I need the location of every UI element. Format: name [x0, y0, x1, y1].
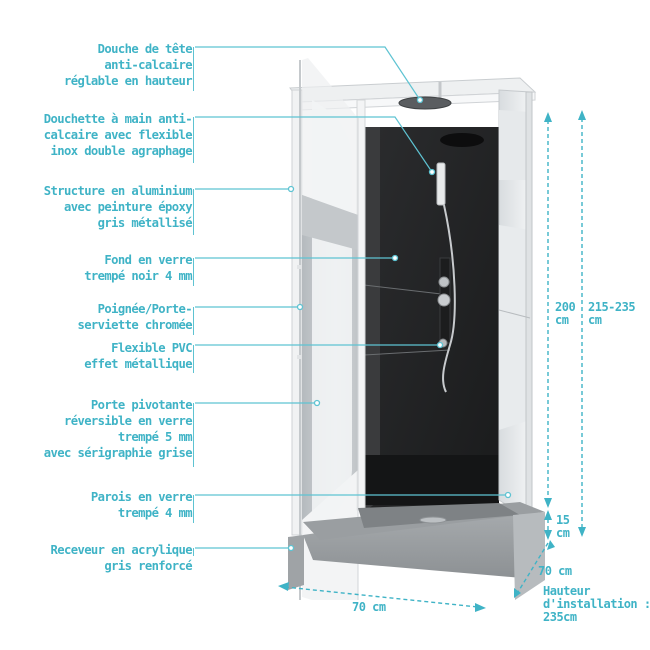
callout-line: gris renforcé [104, 559, 192, 573]
dimension-height-cabin: 200 cm [555, 300, 576, 327]
callout-line: Fond en verre [104, 253, 192, 267]
bracket-poignee [193, 307, 195, 335]
callout-line: avec sérigraphie grise [43, 446, 193, 460]
callout-line: trempé 4 mm [117, 506, 193, 520]
callout-line: Douche de tête [97, 42, 193, 56]
callout-line: Receveur en acrylique [50, 543, 193, 557]
leader-lines [195, 46, 508, 549]
callout-line: gris métallisé [97, 216, 193, 230]
callout-line: Douchette à main anti- [43, 112, 193, 126]
callout-line: Structure en aluminium [43, 184, 193, 198]
dimension-unit: cm [555, 313, 569, 327]
bracket-douchette [193, 117, 195, 163]
callout-line: effet métallique [84, 357, 192, 371]
dimension-value: 15 [556, 513, 570, 527]
head-shower [398, 82, 484, 147]
dimension-depth: 70 cm [538, 565, 572, 578]
callout-fond: Fond en verre trempé noir 4 mm [84, 252, 192, 284]
callout-line: réversible en verre [63, 414, 193, 428]
callout-douche-tete: Douche de tête anti-calcaire réglable en… [63, 41, 193, 89]
callout-line: Flexible PVC [111, 341, 192, 355]
callout-line: Parois en verre [90, 490, 193, 504]
install-height-line: 235cm [543, 610, 577, 624]
callout-douchette: Douchette à main anti- calcaire avec fle… [43, 111, 193, 159]
black-back-panel [364, 127, 499, 512]
callout-line: Porte pivotante [90, 398, 193, 412]
callout-line: réglable en hauteur [63, 74, 193, 88]
install-height-note: Hauteur d'installation : 235cm [543, 585, 650, 624]
bracket-porte [193, 403, 195, 467]
callout-dots [287, 96, 512, 552]
callout-poignee: Poignée/Porte- serviette chromée [77, 301, 192, 333]
callout-flexible: Flexible PVC effet métallique [84, 340, 192, 372]
dimension-height-total: 215-235 cm [588, 300, 636, 327]
dimension-arrowheads [278, 110, 586, 612]
right-side-glass [498, 89, 533, 521]
callout-porte: Porte pivotante réversible en verre trem… [43, 397, 193, 461]
pivot-door [297, 58, 359, 600]
dimension-unit: cm [556, 526, 570, 540]
callout-structure: Structure en aluminium avec peinture épo… [43, 183, 193, 231]
dimension-value: 200 [555, 300, 576, 314]
dimension-tray-height: 15 cm [556, 513, 570, 540]
callout-parois: Parois en verre trempé 4 mm [90, 489, 193, 521]
bracket-structure [193, 189, 195, 235]
callout-line: trempé noir 4 mm [84, 269, 192, 283]
callout-line: serviette chromée [77, 318, 192, 332]
bracket-douche-tete [193, 47, 195, 91]
callout-line: trempé 5 mm [117, 430, 193, 444]
shower-column [436, 162, 456, 393]
callout-receveur: Receveur en acrylique gris renforcé [51, 542, 193, 574]
dimension-unit: cm [588, 313, 602, 327]
shower-tray [288, 502, 545, 600]
install-height-line: d'installation : [543, 597, 650, 611]
callout-line: anti-calcaire [104, 58, 192, 72]
callout-line: calcaire avec flexible [43, 128, 193, 142]
dimension-value: 215-235 [588, 300, 636, 314]
callout-line: avec peinture époxy [63, 200, 193, 214]
dimension-width: 70 cm [352, 601, 386, 614]
dimension-value: 70 cm [352, 600, 386, 614]
bracket-fond [193, 258, 195, 286]
bracket-receveur [193, 548, 195, 556]
callout-line: inox double agraphage [50, 144, 193, 158]
bracket-flexible [193, 345, 195, 373]
callout-line: Poignée/Porte- [97, 302, 193, 316]
dimension-value: 70 cm [538, 564, 572, 578]
bracket-parois [193, 495, 195, 523]
install-height-line: Hauteur [543, 584, 591, 598]
